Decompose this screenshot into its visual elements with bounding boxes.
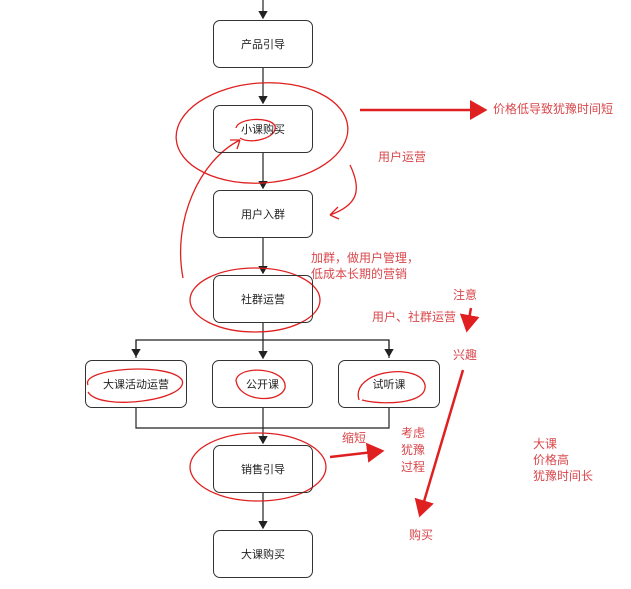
node-product-guide: 产品引导 — [213, 20, 313, 68]
circle-small-course-inner — [235, 118, 276, 142]
merge-line — [135, 408, 390, 443]
note-big-3: 犹豫时间长 — [533, 469, 594, 483]
loop-curve — [179, 139, 241, 279]
note-low-price: 价格低导致犹豫时间短 — [493, 102, 614, 116]
circle-trial — [357, 371, 426, 404]
circle-community — [189, 267, 321, 333]
note-consider-3: 过程 — [401, 460, 426, 474]
note-big-1: 大课 — [533, 437, 558, 451]
node-label: 用户入群 — [241, 208, 285, 221]
node-big-course-event: 大课活动运营 — [85, 360, 187, 408]
node-label: 社群运营 — [241, 293, 285, 306]
note-consider-2: 犹豫 — [401, 443, 426, 457]
note-user-ops: 用户运营 — [378, 150, 427, 164]
note-purchase: 购买 — [409, 528, 434, 542]
node-trial-class: 试听课 — [338, 360, 440, 408]
node-label: 小课购买 — [241, 123, 285, 136]
node-label: 公开课 — [246, 378, 279, 391]
node-label: 销售引导 — [241, 463, 285, 476]
node-label: 产品引导 — [241, 38, 285, 51]
node-community-ops: 社群运营 — [213, 275, 313, 323]
note-join-group-2: 低成本长期的营销 — [311, 267, 408, 281]
node-label: 试听课 — [372, 378, 406, 391]
node-join-group: 用户入群 — [213, 190, 313, 238]
node-label: 大课购买 — [241, 548, 285, 561]
note-user-community-ops: 用户、社群运营 — [372, 310, 457, 324]
node-open-class: 公开课 — [212, 360, 313, 408]
user-ops-curve — [329, 164, 358, 220]
note-big-2: 价格高 — [533, 453, 570, 467]
note-attention: 注意 — [453, 288, 478, 302]
note-interest: 兴趣 — [453, 348, 478, 362]
circle-big-event — [87, 368, 183, 403]
node-label: 大课活动运营 — [103, 378, 169, 391]
circle-open — [235, 369, 286, 400]
note-join-group-1: 加群，做用户管理， — [311, 251, 420, 265]
circle-small-course — [175, 82, 349, 184]
node-sales-guide: 销售引导 — [213, 445, 313, 493]
note-shorten: 缩短 — [342, 431, 367, 445]
node-big-course-buy: 大课购买 — [213, 530, 313, 578]
note-consider-1: 考虑 — [401, 426, 426, 440]
node-small-course: 小课购买 — [213, 105, 313, 153]
circle-sales — [189, 432, 327, 502]
